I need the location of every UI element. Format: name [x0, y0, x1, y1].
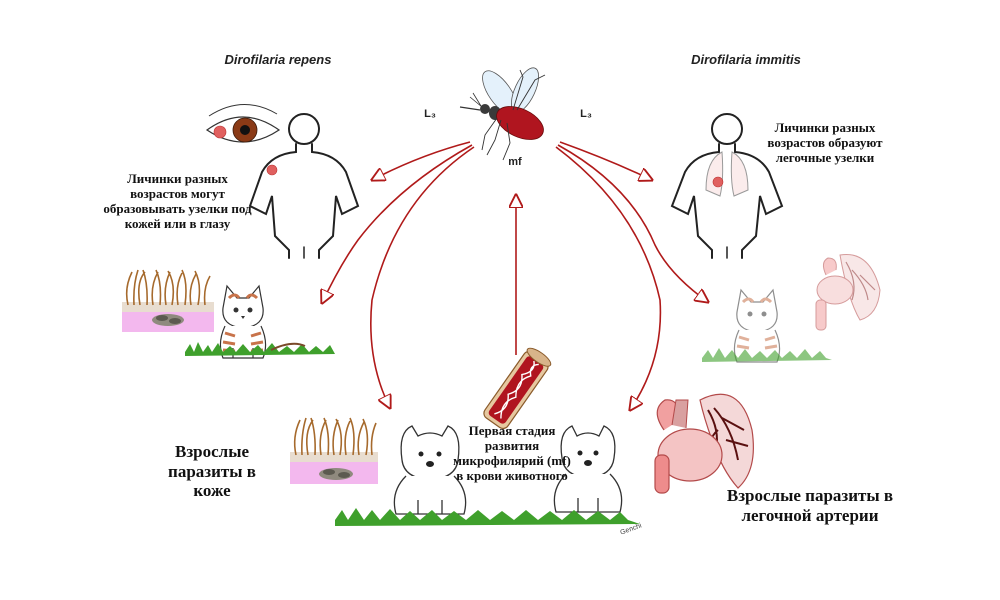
lung-nodule — [712, 176, 724, 188]
human-silhouette-icon-right — [670, 113, 784, 259]
heart-lungs-icon-small — [815, 253, 881, 331]
skin-section-icon-top — [122, 269, 214, 332]
mosquito-icon — [459, 67, 546, 161]
grass-left-middle — [185, 342, 335, 356]
blood-vessel-icon — [483, 347, 552, 430]
caption-adult-lung: Взрослые паразиты в легочной артерии — [726, 486, 894, 525]
arrow-mosquito-to-dog-left — [370, 146, 475, 408]
human-silhouette-icon-left — [248, 113, 360, 259]
dog-icon-left — [393, 425, 467, 515]
stage-label-l3-right: L₃ — [580, 108, 592, 120]
skin-section-icon-bottom — [290, 417, 378, 484]
caption-human-immitis: Личинки разных возрастов образуют легочн… — [767, 120, 883, 165]
arrow-mosquito-to-human-right — [559, 141, 652, 180]
species-label-repens: Dirofilaria repens — [224, 52, 332, 67]
cycle-arrows — [322, 141, 708, 410]
grass-right-middle — [702, 348, 832, 362]
grass-bottom — [335, 508, 640, 526]
species-label-immitis: Dirofilaria immitis — [691, 52, 801, 67]
arrow-mosquito-to-human-left — [372, 141, 471, 180]
skin-nodule — [266, 164, 278, 176]
heart-lungs-icon-large — [654, 393, 754, 494]
arrow-mosquito-to-cat-right — [557, 144, 708, 302]
dog-icon-right — [553, 425, 623, 513]
caption-blood-stage: Первая стадия развития микрофилярий (mf)… — [453, 423, 571, 483]
cat-icon-right — [733, 288, 781, 363]
lungs-icon-small — [705, 151, 749, 197]
caption-human-repens: Личинки разных возрастов могут образовыв… — [103, 171, 252, 231]
caption-adult-skin: Взрослые паразиты в коже — [168, 442, 256, 501]
stage-label-l3-left: L₃ — [424, 108, 436, 120]
arrow-mosquito-to-dog-right — [555, 146, 662, 410]
stage-label-mf: mf — [508, 156, 522, 168]
eye-icon — [205, 104, 281, 143]
arrow-mosquito-to-cat-left — [322, 144, 473, 303]
